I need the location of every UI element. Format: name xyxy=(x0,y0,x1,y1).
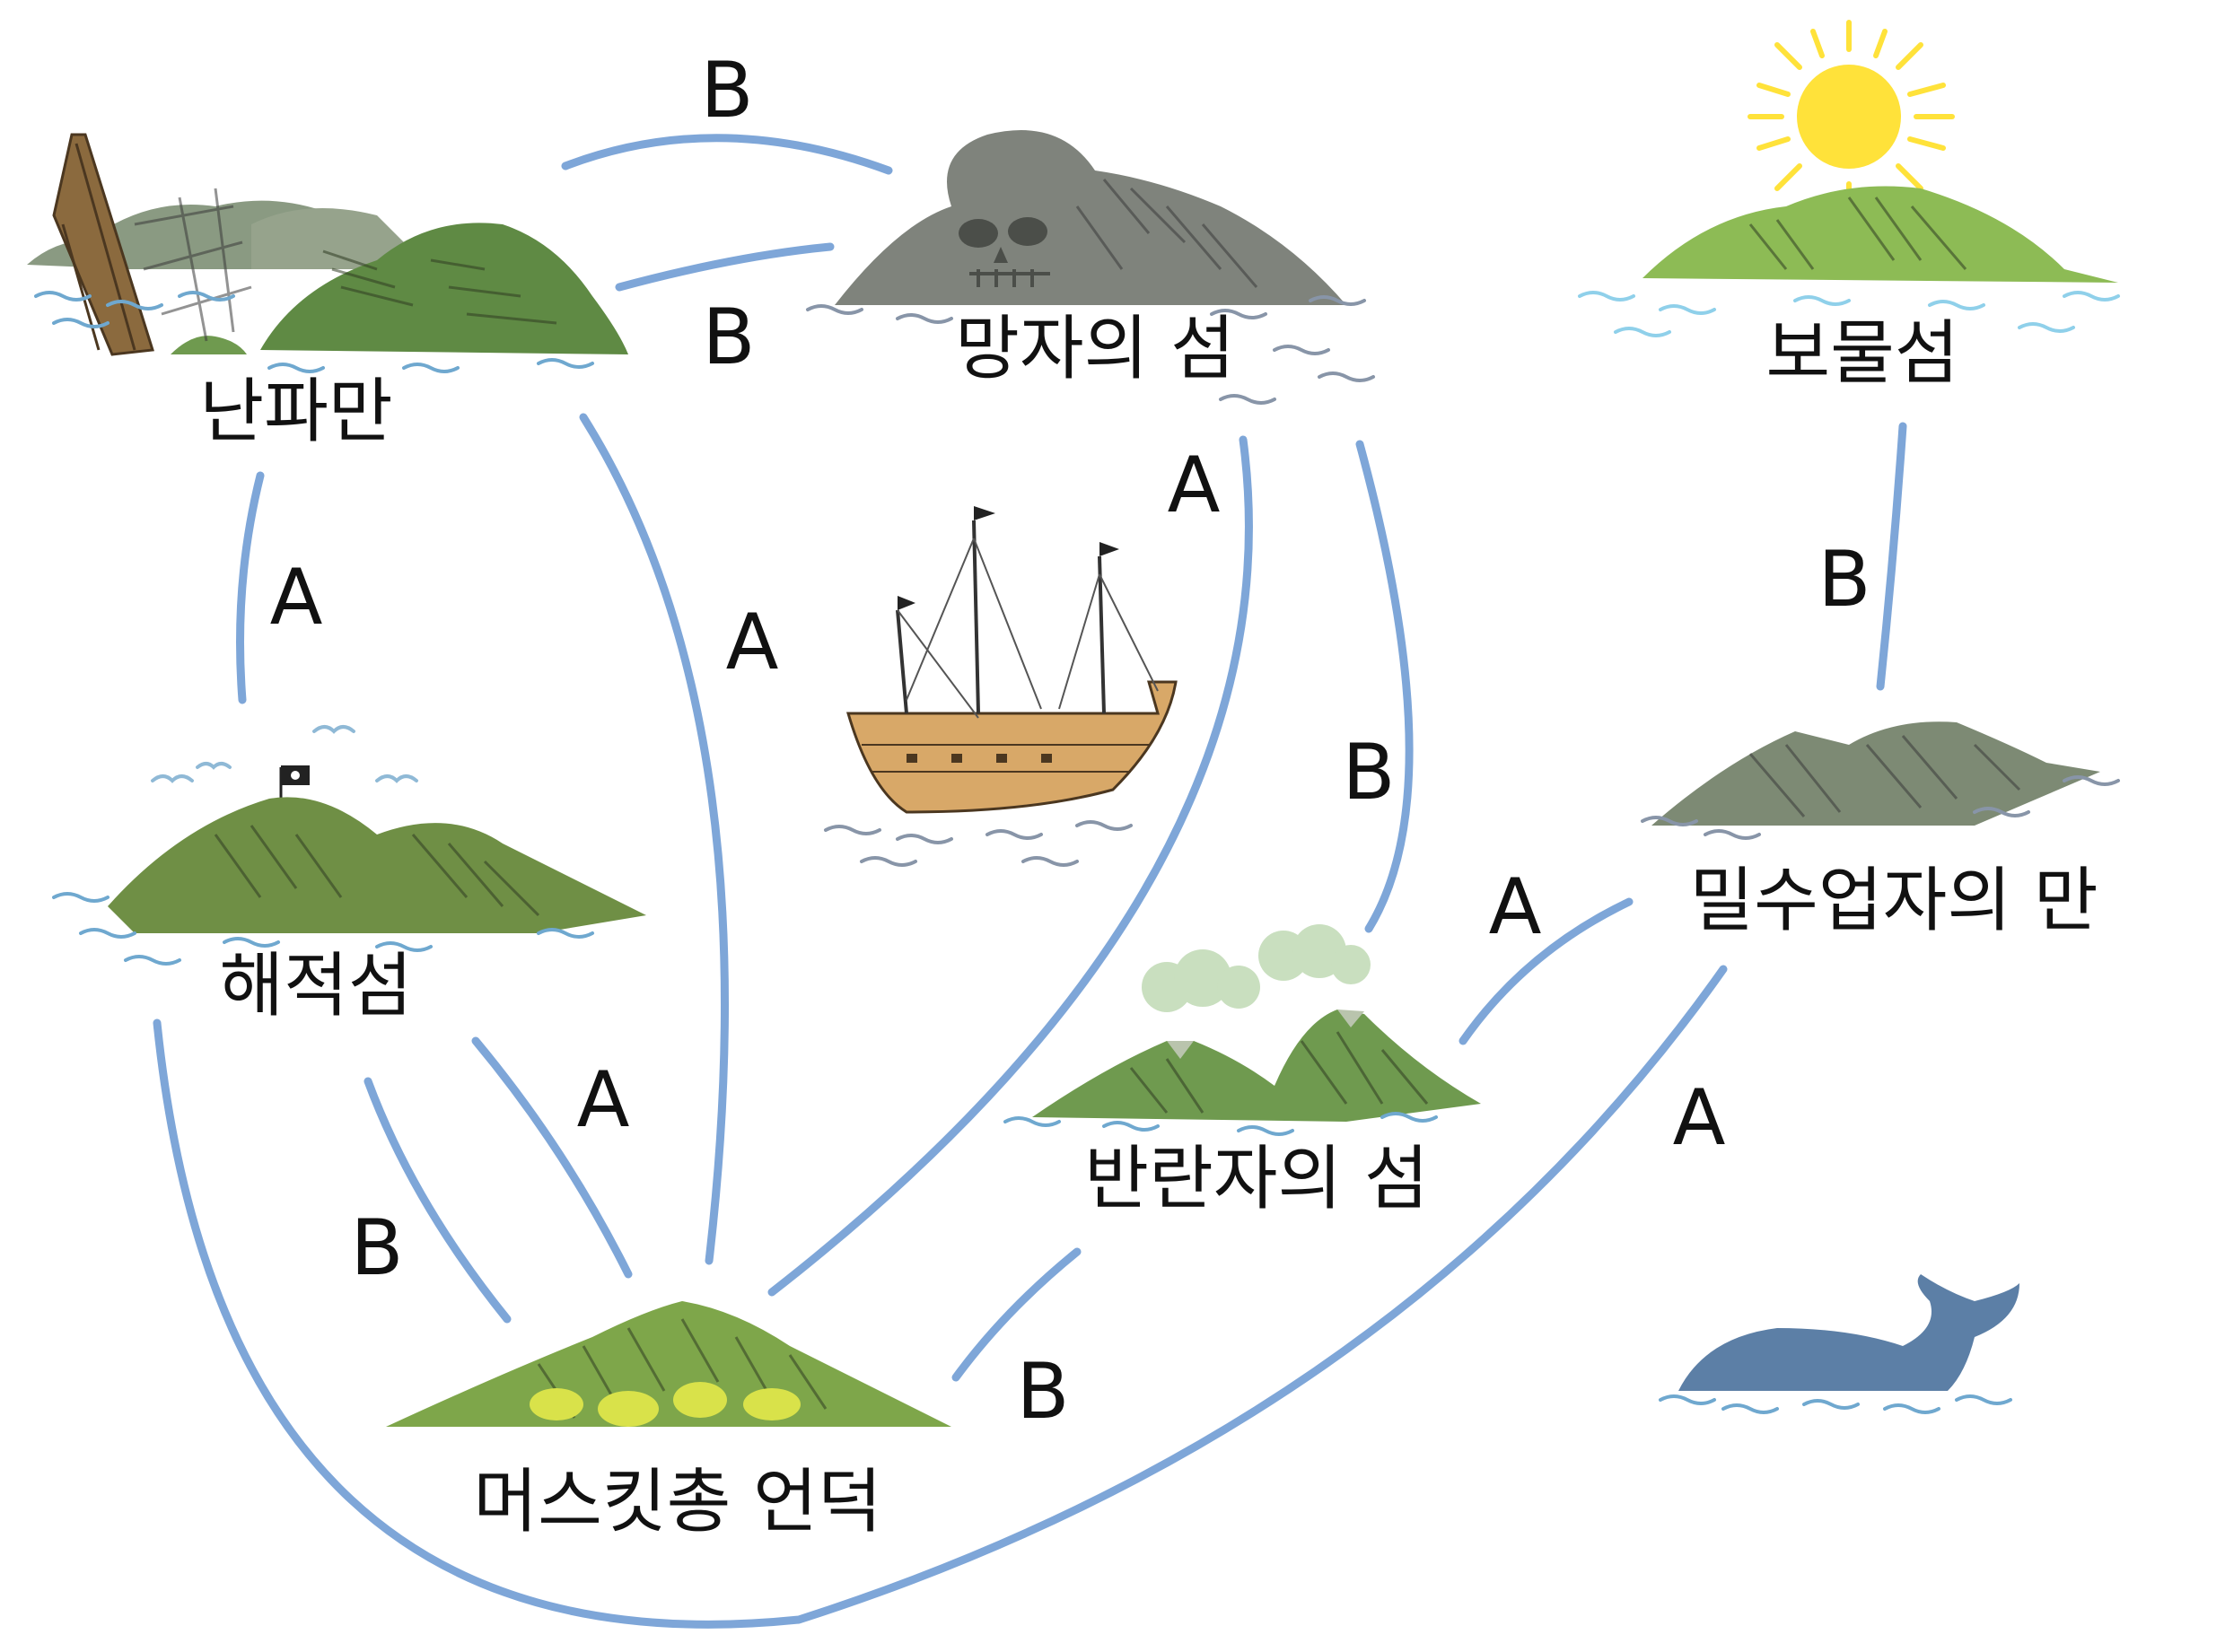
skull-island-icon xyxy=(806,130,1375,405)
node-label-treasure-island: 보물섬 xyxy=(1765,313,1958,394)
node-label-mutineers-island: 반란자의 섬 xyxy=(1084,1139,1429,1219)
edge-pirate-to-musket xyxy=(364,1077,512,1324)
edge-label-12: A xyxy=(1673,1073,1726,1163)
edge-smuggler-to-treasure xyxy=(1876,422,1907,691)
node-label-dead-mans-island: 망자의 섬 xyxy=(955,309,1235,389)
ship-icon xyxy=(824,506,1178,867)
node-label-shipwreck-bay: 난파만 xyxy=(199,371,392,452)
edge-pirate-to-shipwreck xyxy=(236,471,265,704)
node-labels: 난파만 망자의 섬 보물섬 해적섬 밀수업자의 만 반란자의 섬 머스킷총 언덕 xyxy=(199,309,2098,1543)
edge-label-6: B xyxy=(1343,728,1396,817)
edge-label-5: A xyxy=(1168,441,1221,530)
edge-label-10: A xyxy=(1489,862,1542,952)
volcano-icon xyxy=(1003,924,1481,1136)
edge-dead-to-shipwreck xyxy=(561,134,893,175)
edge-shipwreck-to-musket xyxy=(579,413,729,1265)
pirate-island-drawing xyxy=(52,797,646,966)
edge-label-3: A xyxy=(270,553,323,642)
node-label-smugglers-cove: 밀수업자의 만 xyxy=(1689,861,2098,941)
edges xyxy=(153,134,1907,1629)
smugglers-cove-drawing xyxy=(1641,721,2120,840)
treasure-island-drawing xyxy=(1578,186,2120,337)
edge-label-2: B xyxy=(703,293,756,382)
sun-icon xyxy=(1748,20,1955,214)
edge-musket-to-pirate xyxy=(471,1036,633,1279)
edge-label-4: A xyxy=(726,598,779,687)
edge-dead-to-musket xyxy=(767,435,1253,1297)
edge-shipwreck-to-dead xyxy=(615,242,835,292)
edge-label-8: A xyxy=(577,1055,630,1145)
musket-hill-drawing xyxy=(386,1301,951,1427)
edge-label-11: B xyxy=(1818,535,1871,625)
edge-smuggler-to-pirate xyxy=(153,965,1728,1629)
edge-label-9: B xyxy=(1017,1347,1070,1437)
shipwreck-icon xyxy=(27,133,628,373)
edge-mutineer-to-smuggler xyxy=(1459,897,1634,1045)
edge-label-7: B xyxy=(351,1203,404,1293)
edge-labels: B B A A A B B A B A B A xyxy=(270,46,1871,1437)
edge-mutineer-to-dead xyxy=(1355,440,1414,933)
edge-label-1: B xyxy=(701,46,754,135)
node-label-pirate-island: 해적섬 xyxy=(219,946,412,1027)
birds-icon xyxy=(151,725,418,783)
node-label-musket-hill: 머스킷총 언덕 xyxy=(473,1462,881,1543)
whale-icon xyxy=(1659,1274,2019,1414)
edge-musket-to-mutineer xyxy=(951,1247,1082,1382)
